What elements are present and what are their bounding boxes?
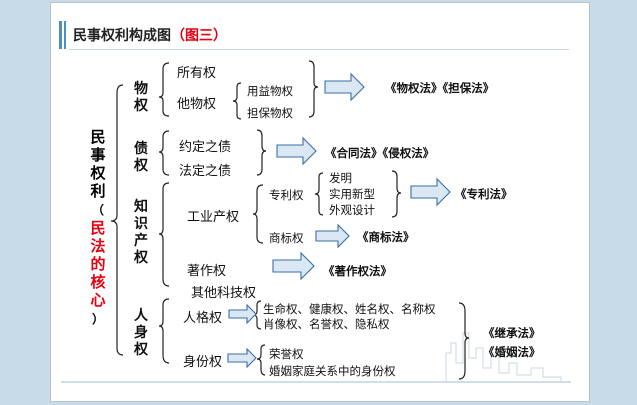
page-title: 民事权利构成图（图三） bbox=[73, 28, 227, 44]
property-laws: 《物权法》《担保法》 bbox=[385, 81, 495, 95]
contract-debt-label: 约定之债 bbox=[179, 140, 232, 155]
category-debt: 债权 bbox=[134, 141, 148, 174]
debt-laws: 《合同法》《侵权法》 bbox=[325, 146, 435, 160]
slide: 民事权利构成图（图三） bbox=[50, 2, 590, 402]
property-brace bbox=[158, 62, 170, 117]
patent-brace bbox=[314, 172, 324, 216]
arrow-identity bbox=[227, 347, 257, 369]
trademark-law: 《商标法》 bbox=[357, 230, 415, 244]
statutory-debt-label: 法定之债 bbox=[179, 164, 232, 179]
invention-label: 发明 bbox=[329, 171, 352, 185]
root-brace bbox=[110, 84, 124, 356]
inheritance-law: 《继承法》 bbox=[483, 326, 541, 340]
security-rights-label: 担保物权 bbox=[247, 106, 293, 120]
property-close-brace bbox=[308, 60, 319, 118]
diagram-graphics bbox=[61, 60, 571, 383]
title-underline bbox=[69, 49, 569, 50]
personality-rights-label: 人格权 bbox=[183, 311, 223, 326]
copyright-label: 著作权 bbox=[187, 264, 227, 279]
identity-rights-label: 身份权 bbox=[183, 355, 223, 370]
personal-close-brace bbox=[458, 302, 470, 380]
personality-list-line2: 肖像权、名誉权、隐私权 bbox=[263, 317, 390, 331]
category-property: 物权 bbox=[134, 81, 148, 114]
personal-brace bbox=[158, 298, 170, 364]
other-tech-rights-label: 其他科技权 bbox=[191, 286, 257, 301]
patent-close-brace bbox=[391, 170, 402, 218]
ownership-label: 所有权 bbox=[177, 66, 217, 81]
other-brace bbox=[232, 82, 242, 120]
debt-close-brace bbox=[256, 129, 267, 176]
ip-brace bbox=[158, 182, 170, 287]
marriage-law: 《婚姻法》 bbox=[483, 345, 541, 359]
category-personal: 人身权 bbox=[134, 308, 148, 358]
trademark-label: 商标权 bbox=[269, 231, 304, 245]
other-rights-label: 他物权 bbox=[177, 97, 217, 112]
personality-list-line1: 生命权、健康权、姓名权、名称权 bbox=[263, 302, 436, 316]
arrow-copyright bbox=[272, 251, 315, 281]
copyright-law: 《著作权法》 bbox=[323, 264, 392, 278]
industrial-property-label: 工业产权 bbox=[187, 210, 240, 225]
arrow-debt bbox=[276, 136, 317, 166]
family-identity-rights-label: 婚姻家庭关系中的身份权 bbox=[269, 364, 396, 378]
identity-brace bbox=[256, 344, 266, 376]
title-accent-bar bbox=[59, 21, 62, 49]
skyline-watermark bbox=[445, 332, 562, 381]
utility-model-label: 实用新型 bbox=[329, 187, 375, 201]
title-accent-bar-thin bbox=[64, 21, 66, 49]
root-label: 民事权利（民法的核心） bbox=[90, 128, 106, 326]
arrow-property bbox=[324, 72, 365, 102]
honor-rights-label: 荣誉权 bbox=[269, 347, 304, 361]
arrow-personality bbox=[228, 303, 257, 325]
category-ip: 知识产权 bbox=[134, 199, 148, 266]
industrial-brace bbox=[252, 184, 264, 244]
debt-brace bbox=[158, 130, 170, 176]
arrow-trademark bbox=[315, 223, 350, 249]
design-label: 外观设计 bbox=[329, 203, 375, 217]
patent-label: 专利权 bbox=[269, 188, 304, 202]
usufruct-label: 用益物权 bbox=[247, 84, 293, 98]
arrow-patent bbox=[410, 177, 451, 207]
patent-law: 《专利法》 bbox=[455, 187, 513, 201]
